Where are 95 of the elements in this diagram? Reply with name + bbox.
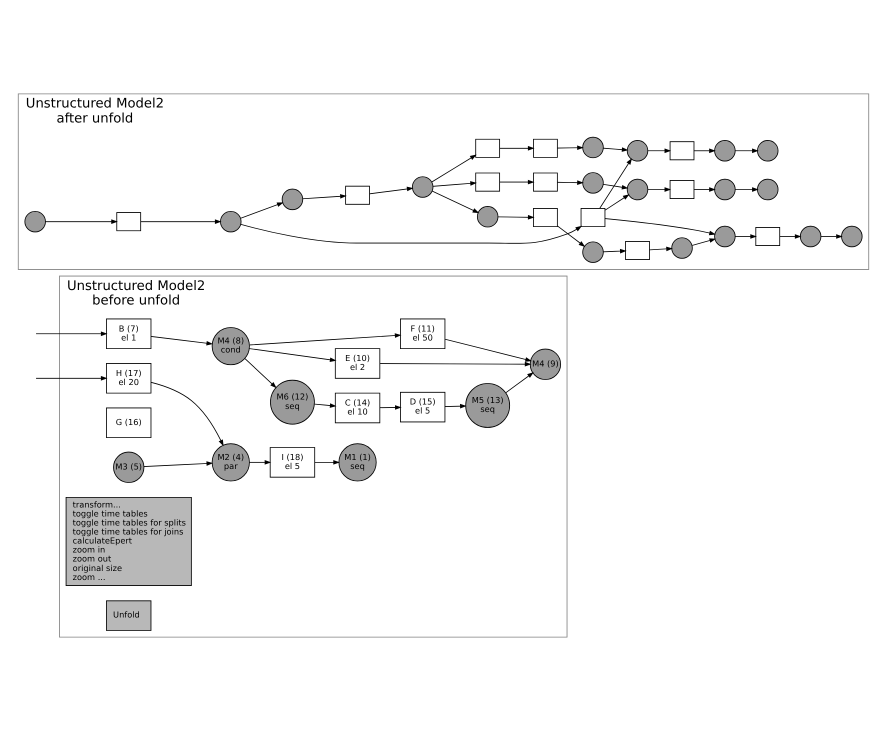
node-circle: M4 (8) cond	[212, 327, 250, 366]
arrow	[779, 234, 802, 239]
cluster: Unstructured Model2 after unfold	[18, 93, 870, 270]
node-box	[475, 172, 500, 192]
arrow	[249, 333, 402, 346]
node-box	[670, 141, 694, 160]
node-circle: M5 (13) seq	[465, 383, 510, 428]
arrow	[45, 219, 118, 224]
arrow	[379, 405, 402, 410]
arrow	[240, 224, 582, 244]
node-circle	[626, 178, 648, 200]
arrow	[602, 248, 627, 254]
arrow	[602, 184, 628, 190]
node-circle	[714, 140, 736, 162]
node-box	[670, 180, 694, 199]
arrow	[499, 146, 534, 151]
arrow	[647, 187, 672, 192]
arrow	[604, 194, 630, 211]
node-box: E (10) el 2	[334, 348, 380, 379]
arrow	[444, 338, 532, 362]
arrow	[734, 234, 757, 239]
arrow	[314, 403, 337, 408]
arrow	[692, 238, 716, 246]
arrow	[150, 336, 214, 346]
arrow	[314, 460, 340, 465]
arrow	[734, 148, 759, 154]
node-circle	[412, 176, 434, 198]
arrow	[499, 180, 534, 184]
arrow	[602, 147, 628, 152]
arrow	[557, 145, 584, 150]
node-box: G (16)	[106, 408, 152, 438]
node-box	[116, 212, 142, 232]
node-circle: M1 (1) seq	[338, 443, 377, 482]
node-box	[533, 138, 558, 158]
node-box: D (15) el 5	[400, 392, 446, 422]
node-circle: M4 (9)	[530, 348, 562, 380]
node-box	[580, 208, 606, 228]
node-circle	[582, 241, 604, 263]
node-box	[533, 172, 558, 192]
node-circle	[800, 226, 822, 248]
arrow	[557, 180, 584, 185]
node-box: H (17) el 20	[106, 363, 152, 394]
node-circle	[626, 140, 648, 162]
arrow	[599, 158, 632, 209]
arrow	[249, 460, 272, 465]
node-box	[533, 208, 558, 228]
node-box: B (7) el 1	[106, 318, 152, 350]
node-circle	[757, 178, 778, 200]
node-circle	[282, 188, 304, 210]
arrow	[604, 218, 716, 236]
arrow	[734, 187, 759, 192]
arrow	[140, 219, 222, 224]
arrow	[240, 202, 284, 219]
node-circle	[476, 206, 498, 228]
node-circle	[24, 210, 46, 232]
node-circle: M2 (4) par	[212, 443, 250, 482]
node-circle	[582, 172, 604, 194]
arrow	[432, 181, 477, 187]
arrow	[36, 331, 108, 336]
node-box: Unfold	[106, 600, 152, 631]
arrow	[369, 186, 414, 194]
node-box	[475, 138, 500, 158]
node-circle	[714, 226, 736, 248]
arrow	[820, 234, 843, 239]
arrow	[144, 461, 214, 467]
arrow	[649, 246, 673, 252]
node-circle: M3 (5)	[113, 452, 144, 483]
arrow	[694, 187, 716, 192]
arrow	[432, 190, 480, 214]
arrow	[244, 358, 277, 388]
node-box: F (11) el 50	[400, 318, 446, 350]
arrow	[444, 404, 467, 408]
arrow	[36, 376, 108, 381]
arrow	[647, 148, 672, 154]
node-box	[755, 227, 780, 246]
node-circle	[582, 136, 604, 158]
node-circle	[714, 178, 736, 200]
node-circle	[671, 237, 693, 259]
arrow	[498, 214, 535, 220]
arrow	[431, 154, 477, 182]
arrow	[694, 148, 716, 154]
node-box	[345, 186, 370, 205]
arrow	[380, 362, 532, 366]
arrow	[506, 372, 534, 394]
node-circle	[757, 140, 778, 162]
arrow	[150, 382, 224, 446]
arrow	[557, 226, 586, 247]
node-box: I (18) el 5	[270, 447, 316, 478]
node-circle	[841, 226, 863, 248]
node-box	[625, 241, 650, 260]
node-box: C (14) el 10	[334, 392, 380, 424]
arrow	[302, 194, 347, 200]
node-circle	[220, 210, 242, 232]
arrow	[249, 348, 337, 362]
node-box: transform... toggle time tables toggle time tables for splits toggle time tables for joins calculateEpert zoom in zoom out original size zoom ...	[66, 496, 192, 586]
